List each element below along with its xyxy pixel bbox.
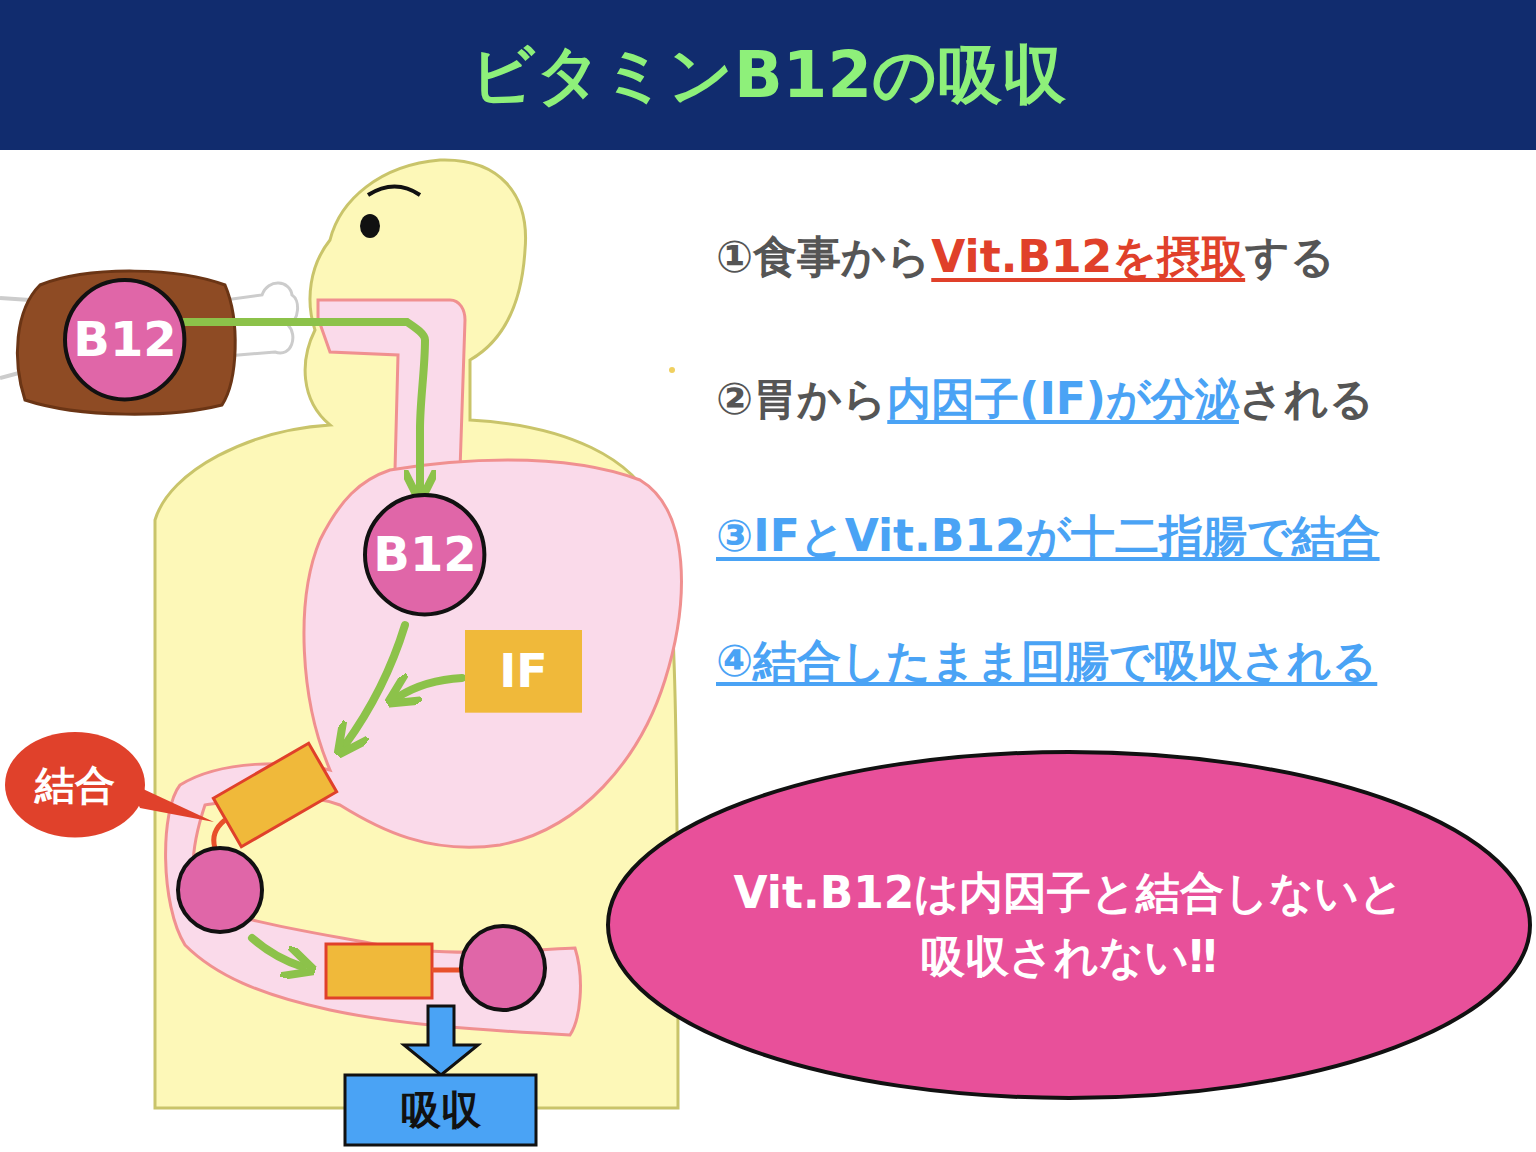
box-outline — [465, 630, 582, 713]
node-text: 吸収 — [401, 1081, 481, 1139]
flow-arrow — [398, 678, 462, 697]
step-text: する — [1245, 231, 1335, 282]
step-highlight: ③IFとVit.B12が十二指腸で結合 — [716, 510, 1380, 561]
callout-bubble: 結合 — [5, 732, 145, 837]
node-text: 結合 — [35, 756, 115, 814]
node-text: IF — [499, 638, 548, 705]
step-line: ①食事からVit.B12を摂取する — [716, 228, 1335, 287]
shape-outline — [608, 752, 1530, 1098]
flow-arrow — [184, 322, 425, 490]
shape-outline — [5, 732, 145, 837]
node-text: B12 — [373, 520, 476, 590]
flow-arrow — [345, 625, 405, 745]
shape-outline — [365, 495, 484, 614]
note-ellipse: Vit.B12は内因子と結合しないと 吸収されない‼ — [606, 750, 1532, 1100]
dot — [669, 367, 675, 373]
binding-link — [214, 820, 225, 848]
note-ellipse-shape — [606, 750, 1532, 1100]
intrinsic-factor-bound — [213, 743, 336, 846]
vitamin-circle: B12 — [63, 278, 186, 401]
box-outline — [345, 1075, 536, 1145]
meat — [17, 271, 235, 414]
step-line: ③IFとVit.B12が十二指腸で結合 — [716, 507, 1380, 566]
step-text: される — [1239, 373, 1374, 424]
absorption-arrow — [404, 1006, 478, 1075]
intrinsic-factor-box: IF — [465, 630, 582, 713]
absorption-box: 吸収 — [343, 1073, 538, 1147]
step-highlight: 内因子(IF)が分泌 — [887, 373, 1239, 424]
node-text: Vit.B12は内因子と結合しないと 吸収されない‼ — [669, 861, 1469, 989]
shape-outline — [65, 280, 184, 399]
step-highlight: ④結合したまま回腸で吸収される — [716, 635, 1377, 686]
stomach — [166, 460, 682, 1035]
vitamin-b12-bound — [178, 848, 262, 932]
node-text: B12 — [73, 305, 176, 375]
title: ビタミンB12の吸収 — [0, 0, 1536, 150]
vitamin-circle: B12 — [363, 493, 486, 616]
step-highlight: Vit.B12を摂取 — [931, 231, 1245, 282]
step-text: ②胃から — [716, 373, 887, 424]
vitamin-b12-bound — [461, 926, 545, 1010]
eyebrow — [368, 187, 420, 196]
step-line: ②胃から内因子(IF)が分泌される — [716, 370, 1374, 429]
step-text: ①食事から — [716, 231, 931, 282]
intrinsic-factor-bound — [326, 944, 432, 998]
binding-link — [432, 968, 462, 973]
eye — [360, 214, 380, 238]
flow-arrow — [252, 938, 303, 967]
step-line: ④結合したまま回腸で吸収される — [716, 632, 1377, 691]
